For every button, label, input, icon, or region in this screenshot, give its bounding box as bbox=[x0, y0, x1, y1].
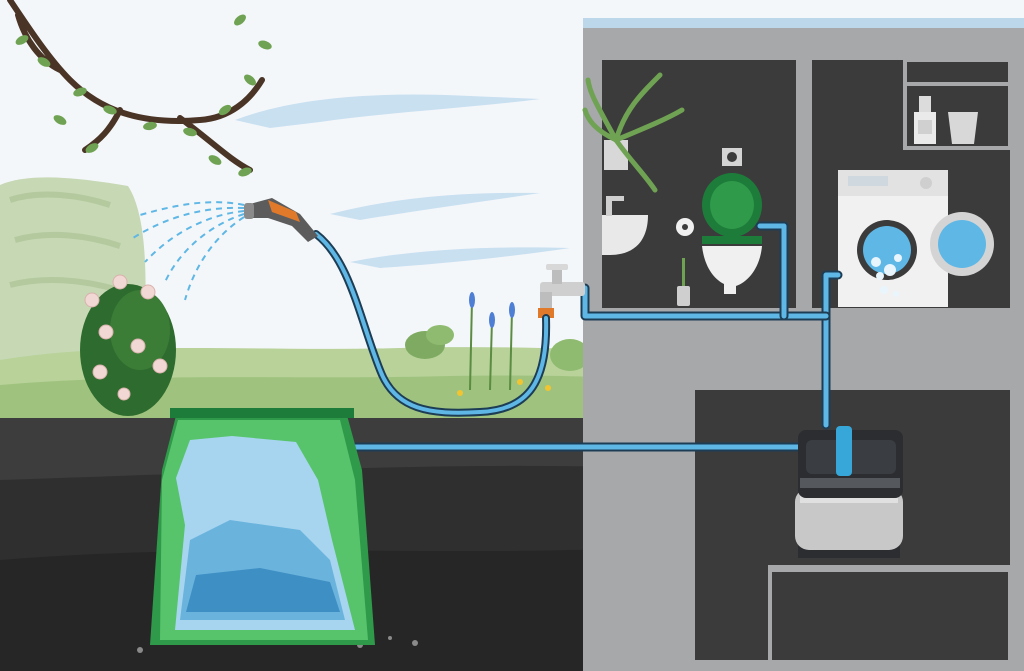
toilet-paper-icon bbox=[676, 218, 694, 236]
toilet-icon bbox=[702, 173, 762, 294]
sink-icon bbox=[602, 196, 648, 255]
rainwater-tank-icon bbox=[150, 408, 375, 645]
plant-icon bbox=[582, 72, 685, 193]
socket-icon bbox=[722, 148, 742, 166]
toilet-brush-icon bbox=[677, 258, 690, 306]
house-water-pump-icon bbox=[795, 426, 903, 558]
spray-gun-icon bbox=[244, 198, 318, 242]
bucket-icon bbox=[948, 112, 978, 144]
washing-machine-icon bbox=[838, 170, 994, 307]
clouds bbox=[235, 94, 570, 268]
outdoor-tap-icon bbox=[538, 264, 585, 318]
detergent-bottle-icon bbox=[914, 96, 936, 144]
garden-hose-icon bbox=[312, 230, 551, 417]
tree-branch-icon bbox=[7, 0, 272, 177]
pipes bbox=[345, 221, 843, 452]
bathroom bbox=[602, 60, 796, 308]
rose-bush-icon bbox=[80, 274, 176, 416]
water-spray bbox=[129, 201, 245, 301]
